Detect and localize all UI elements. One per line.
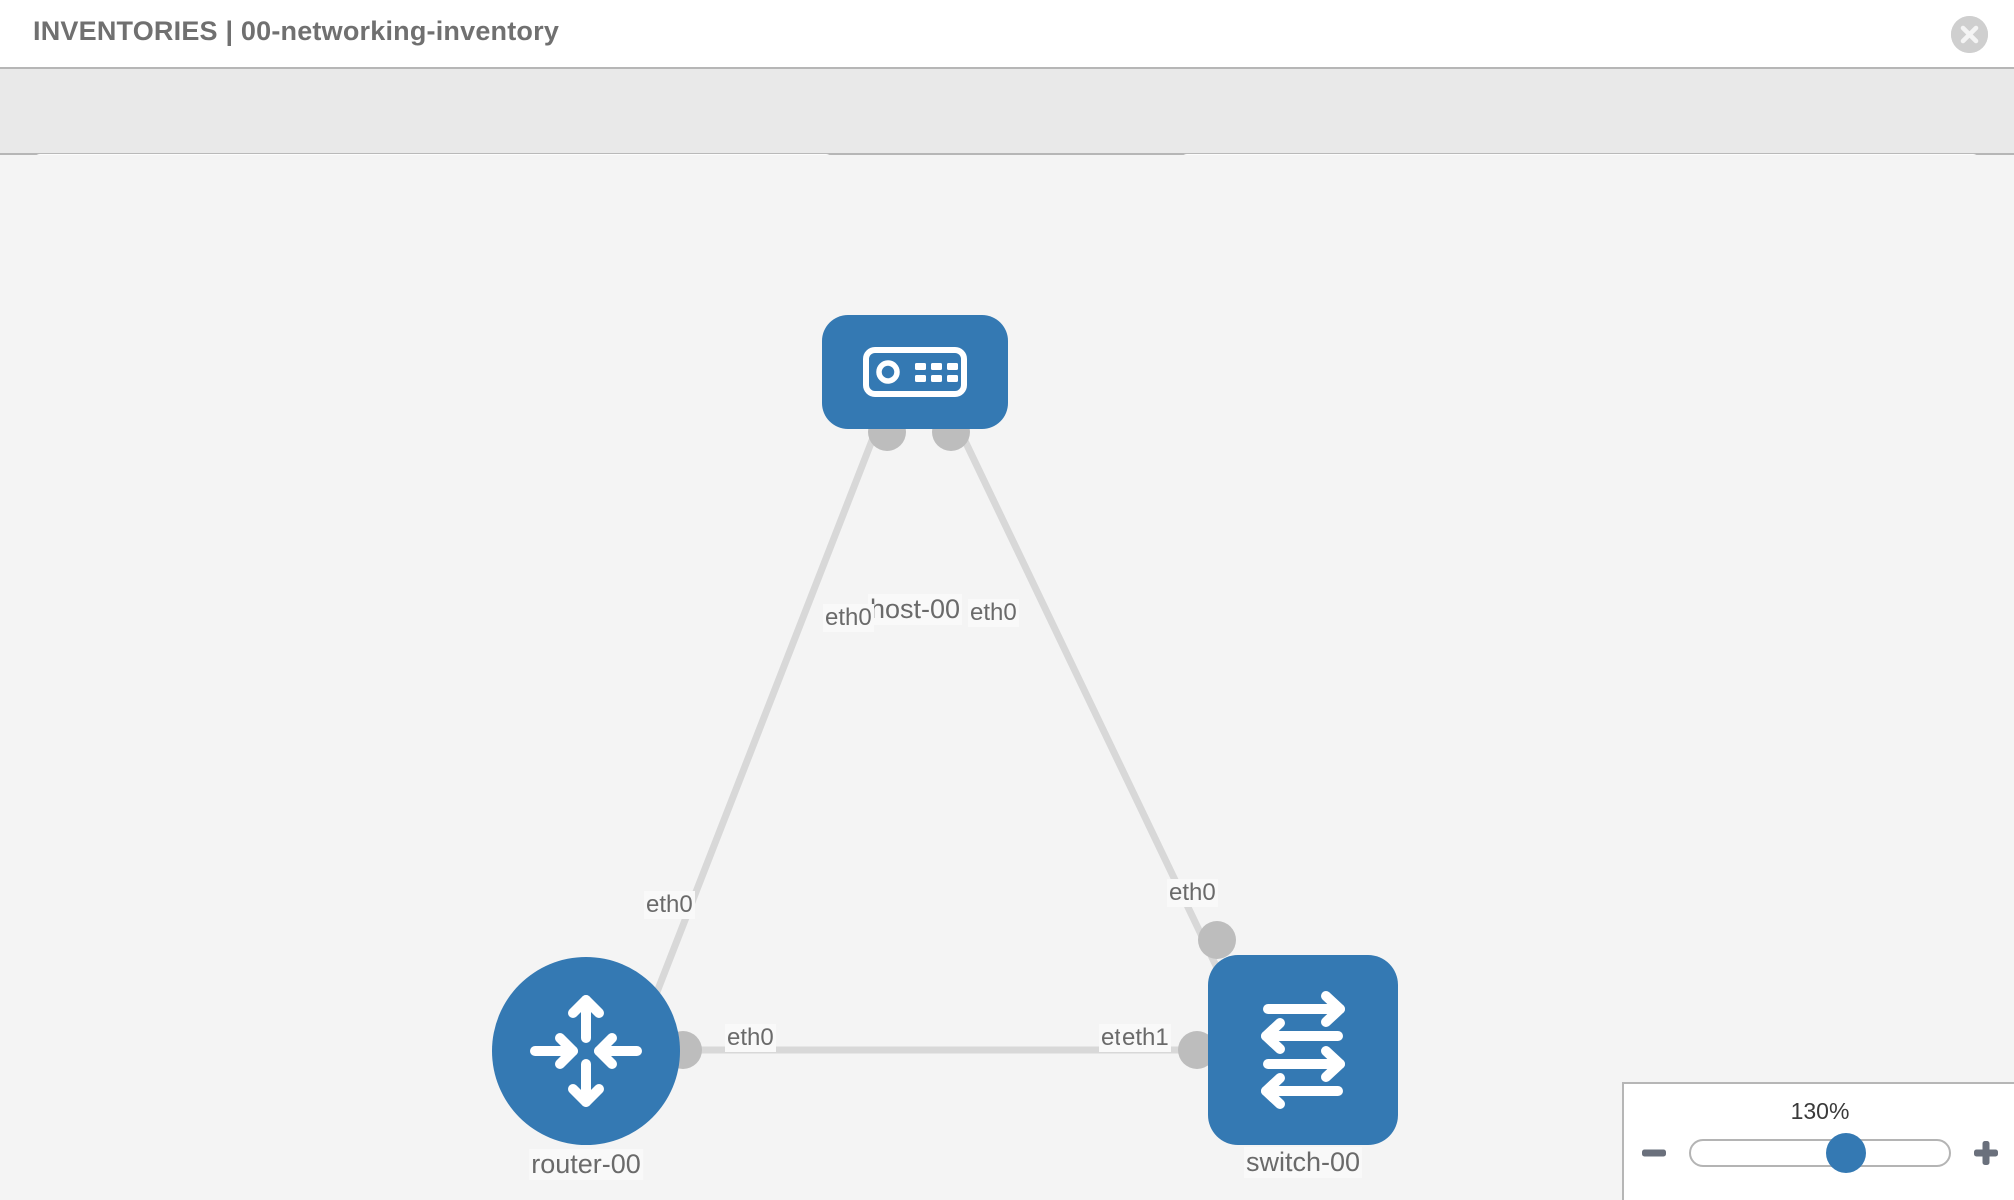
toolbar: ACTIONS SEARCH	[0, 69, 2014, 209]
router-arrows-icon	[530, 995, 642, 1107]
zoom-slider[interactable]	[1689, 1133, 1951, 1173]
topology-links	[644, 416, 1234, 1054]
close-icon[interactable]	[1951, 16, 1988, 53]
plus-icon[interactable]	[1969, 1136, 2003, 1170]
node-router-00[interactable]: router-00	[492, 957, 680, 1180]
server-icon	[863, 347, 967, 397]
edge-label-host-right: eth0	[968, 599, 1019, 627]
zoom-control-row	[1624, 1133, 2014, 1173]
link-host-router	[644, 416, 884, 1019]
edge-label-router-eth0: eth0	[725, 1024, 776, 1052]
node-label-switch-00: switch-00	[1243, 1147, 1363, 1178]
node-switch-00[interactable]: switch-00	[1208, 955, 1398, 1178]
node-label-host-00: host-00	[867, 594, 963, 625]
page-title: INVENTORIES | 00-networking-inventory	[33, 16, 560, 46]
node-label-router-00: router-00	[529, 1149, 643, 1180]
topology-canvas[interactable]: host-00 router-00	[0, 155, 2014, 1200]
router-node-shape[interactable]	[492, 957, 680, 1145]
page-header: INVENTORIES | 00-networking-inventory	[0, 0, 2014, 69]
edge-label-host-left: eth0	[823, 604, 874, 632]
switch-node-shape[interactable]	[1208, 955, 1398, 1145]
switch-arrows-icon	[1261, 991, 1345, 1109]
zoom-slider-thumb[interactable]	[1825, 1133, 1866, 1173]
edge-label-switch-eth1: eth1	[1120, 1024, 1171, 1052]
node-host-00[interactable]: host-00	[822, 315, 1008, 625]
link-host-switch	[951, 416, 1234, 999]
port-switch-top[interactable]	[1198, 921, 1236, 959]
zoom-control-panel: 130%	[1622, 1082, 2014, 1200]
edge-label-router-uplink: eth0	[644, 891, 695, 919]
edge-label-switch-uplink: eth0	[1167, 879, 1218, 907]
host-node-shape[interactable]	[822, 315, 1008, 429]
minus-icon[interactable]	[1637, 1136, 1671, 1170]
zoom-level-label: 130%	[1790, 1098, 1850, 1124]
